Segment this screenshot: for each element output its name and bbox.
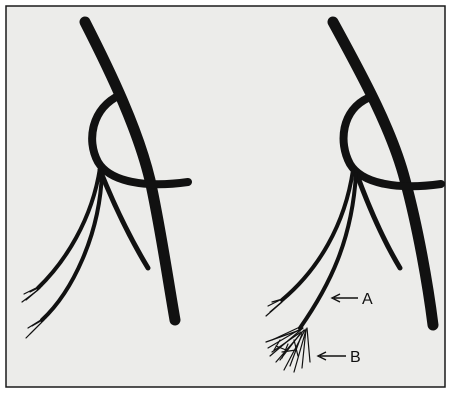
diagram-background: [6, 6, 445, 387]
label-a: A: [362, 291, 373, 308]
label-b: B: [350, 349, 361, 366]
